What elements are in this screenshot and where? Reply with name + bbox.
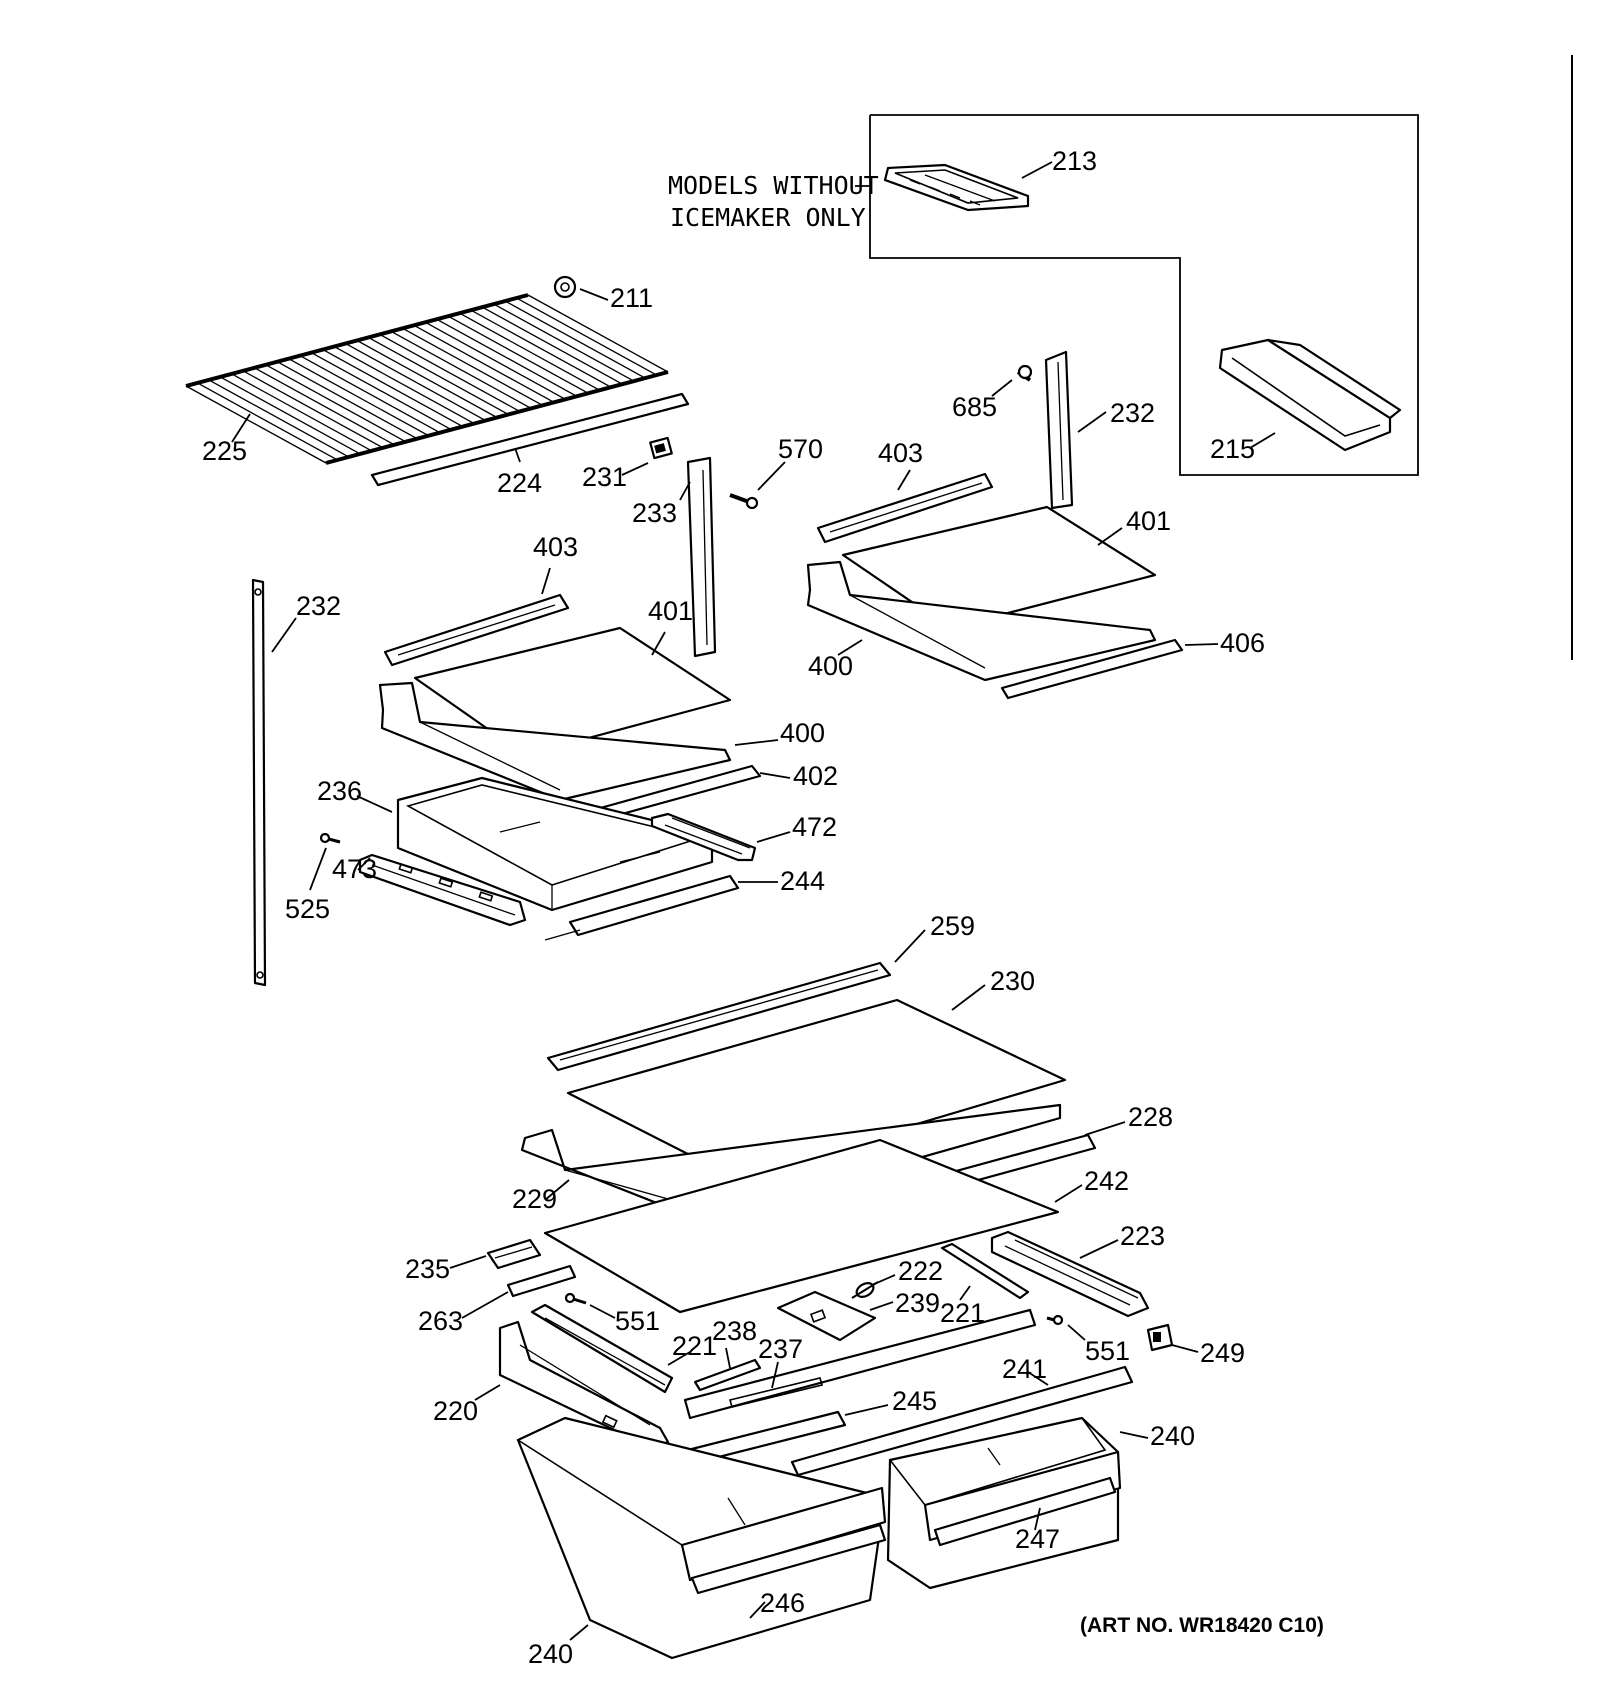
label-403-right: 403 <box>878 438 923 468</box>
shelf-frame-middle-left-part <box>378 681 732 802</box>
label-263: 263 <box>418 1306 463 1336</box>
shelf-rail-left-part <box>251 578 267 987</box>
label-225: 225 <box>202 436 247 466</box>
label-231: 231 <box>582 462 627 492</box>
label-233: 233 <box>632 498 677 528</box>
label-240-left: 240 <box>528 1639 573 1669</box>
label-213: 213 <box>1052 146 1097 176</box>
label-232-right: 232 <box>1110 398 1155 428</box>
shelf-trim-upper-right-part <box>816 472 994 544</box>
label-472: 472 <box>792 812 837 842</box>
label-247: 247 <box>1015 1524 1060 1554</box>
screw-570-part <box>729 493 759 510</box>
callout-note-line2: ICEMAKER ONLY <box>670 203 866 232</box>
label-232-left: 232 <box>296 591 341 621</box>
bracket-249-part <box>1146 1323 1174 1352</box>
label-570: 570 <box>778 434 823 464</box>
label-245: 245 <box>892 1386 937 1416</box>
label-239: 239 <box>895 1288 940 1318</box>
label-223: 223 <box>1120 1221 1165 1251</box>
shelf-trim-259-part <box>546 961 892 1072</box>
label-228: 228 <box>1128 1102 1173 1132</box>
crisper-cover-glass-part <box>543 1138 1060 1314</box>
handle-246-part <box>690 1523 887 1595</box>
screw-551-right-part <box>1046 1314 1064 1326</box>
label-221-left: 221 <box>672 1331 717 1361</box>
screw-525-part <box>319 832 341 844</box>
callout-note-line1: MODELS WITHOUT <box>668 171 879 200</box>
label-236: 236 <box>317 776 362 806</box>
label-220: 220 <box>433 1396 478 1426</box>
label-402: 402 <box>793 761 838 791</box>
humidity-control-239-part <box>776 1290 877 1342</box>
crisper-bracket-220-part <box>498 1320 670 1450</box>
label-222: 222 <box>898 1256 943 1286</box>
label-224: 224 <box>497 468 542 498</box>
label-401-left: 401 <box>648 596 693 626</box>
label-242: 242 <box>1084 1166 1129 1196</box>
crisper-drawer-left-part <box>516 1416 887 1660</box>
label-401-right: 401 <box>1126 506 1171 536</box>
shelf-support-center-part <box>686 456 717 658</box>
label-551-left: 551 <box>615 1306 660 1336</box>
bracket-235-part <box>486 1238 542 1270</box>
label-235: 235 <box>405 1254 450 1284</box>
shelf-trim-middle-left-part <box>383 593 570 667</box>
channel-221-left-part <box>530 1303 674 1394</box>
crisper-frame-237-part <box>683 1308 1037 1420</box>
label-240-right: 240 <box>1150 1421 1195 1451</box>
drawer-trim-244-part <box>544 874 740 941</box>
label-400-right: 400 <box>808 651 853 681</box>
label-237: 237 <box>758 1334 803 1364</box>
clip-part <box>649 436 673 460</box>
crisper-trim-241-part <box>790 1365 1134 1477</box>
bushing-part <box>553 275 577 299</box>
ice-tray-part <box>883 163 1030 212</box>
insert-238-part <box>693 1358 762 1392</box>
bracket-263-part <box>506 1264 577 1298</box>
label-241: 241 <box>1002 1354 1047 1384</box>
label-473: 473 <box>332 854 377 884</box>
label-400-left: 400 <box>780 718 825 748</box>
shelf-trim-part <box>370 392 690 487</box>
icemaker-callout-box: MODELS WITHOUT ICEMAKER ONLY <box>668 114 1419 476</box>
handle-247-part <box>933 1476 1117 1547</box>
label-246: 246 <box>760 1588 805 1618</box>
channel-221-right-part <box>940 1242 1030 1300</box>
label-525: 525 <box>285 894 330 924</box>
shelf-support-right-part <box>1044 350 1074 510</box>
label-249: 249 <box>1200 1338 1245 1368</box>
glass-shelf-230-part <box>566 998 1067 1180</box>
screw-685-part <box>1016 364 1033 382</box>
label-551-right: 551 <box>1085 1336 1130 1366</box>
crisper-drawer-right-part <box>886 1416 1122 1590</box>
drawer-slide-472-part <box>650 812 757 862</box>
art-number: (ART NO. WR18420 C10) <box>1080 1614 1324 1637</box>
crisper-slide-223-part <box>990 1230 1150 1318</box>
shelf-frame-upper-right-part <box>806 560 1157 682</box>
label-259: 259 <box>930 911 975 941</box>
label-406: 406 <box>1220 628 1265 658</box>
label-230: 230 <box>990 966 1035 996</box>
wire-shelf-part <box>185 293 669 465</box>
label-685: 685 <box>952 392 997 422</box>
label-211: 211 <box>610 283 653 313</box>
label-244: 244 <box>780 866 825 896</box>
screw-551-left-part <box>564 1292 587 1305</box>
label-238: 238 <box>712 1316 757 1346</box>
label-215: 215 <box>1210 434 1255 464</box>
ice-bucket-part <box>1218 338 1402 452</box>
shelf-trim-406-part <box>1000 638 1184 700</box>
drawer-cover-473-part <box>358 853 527 927</box>
label-403-left: 403 <box>533 532 578 562</box>
label-229: 229 <box>512 1184 557 1214</box>
